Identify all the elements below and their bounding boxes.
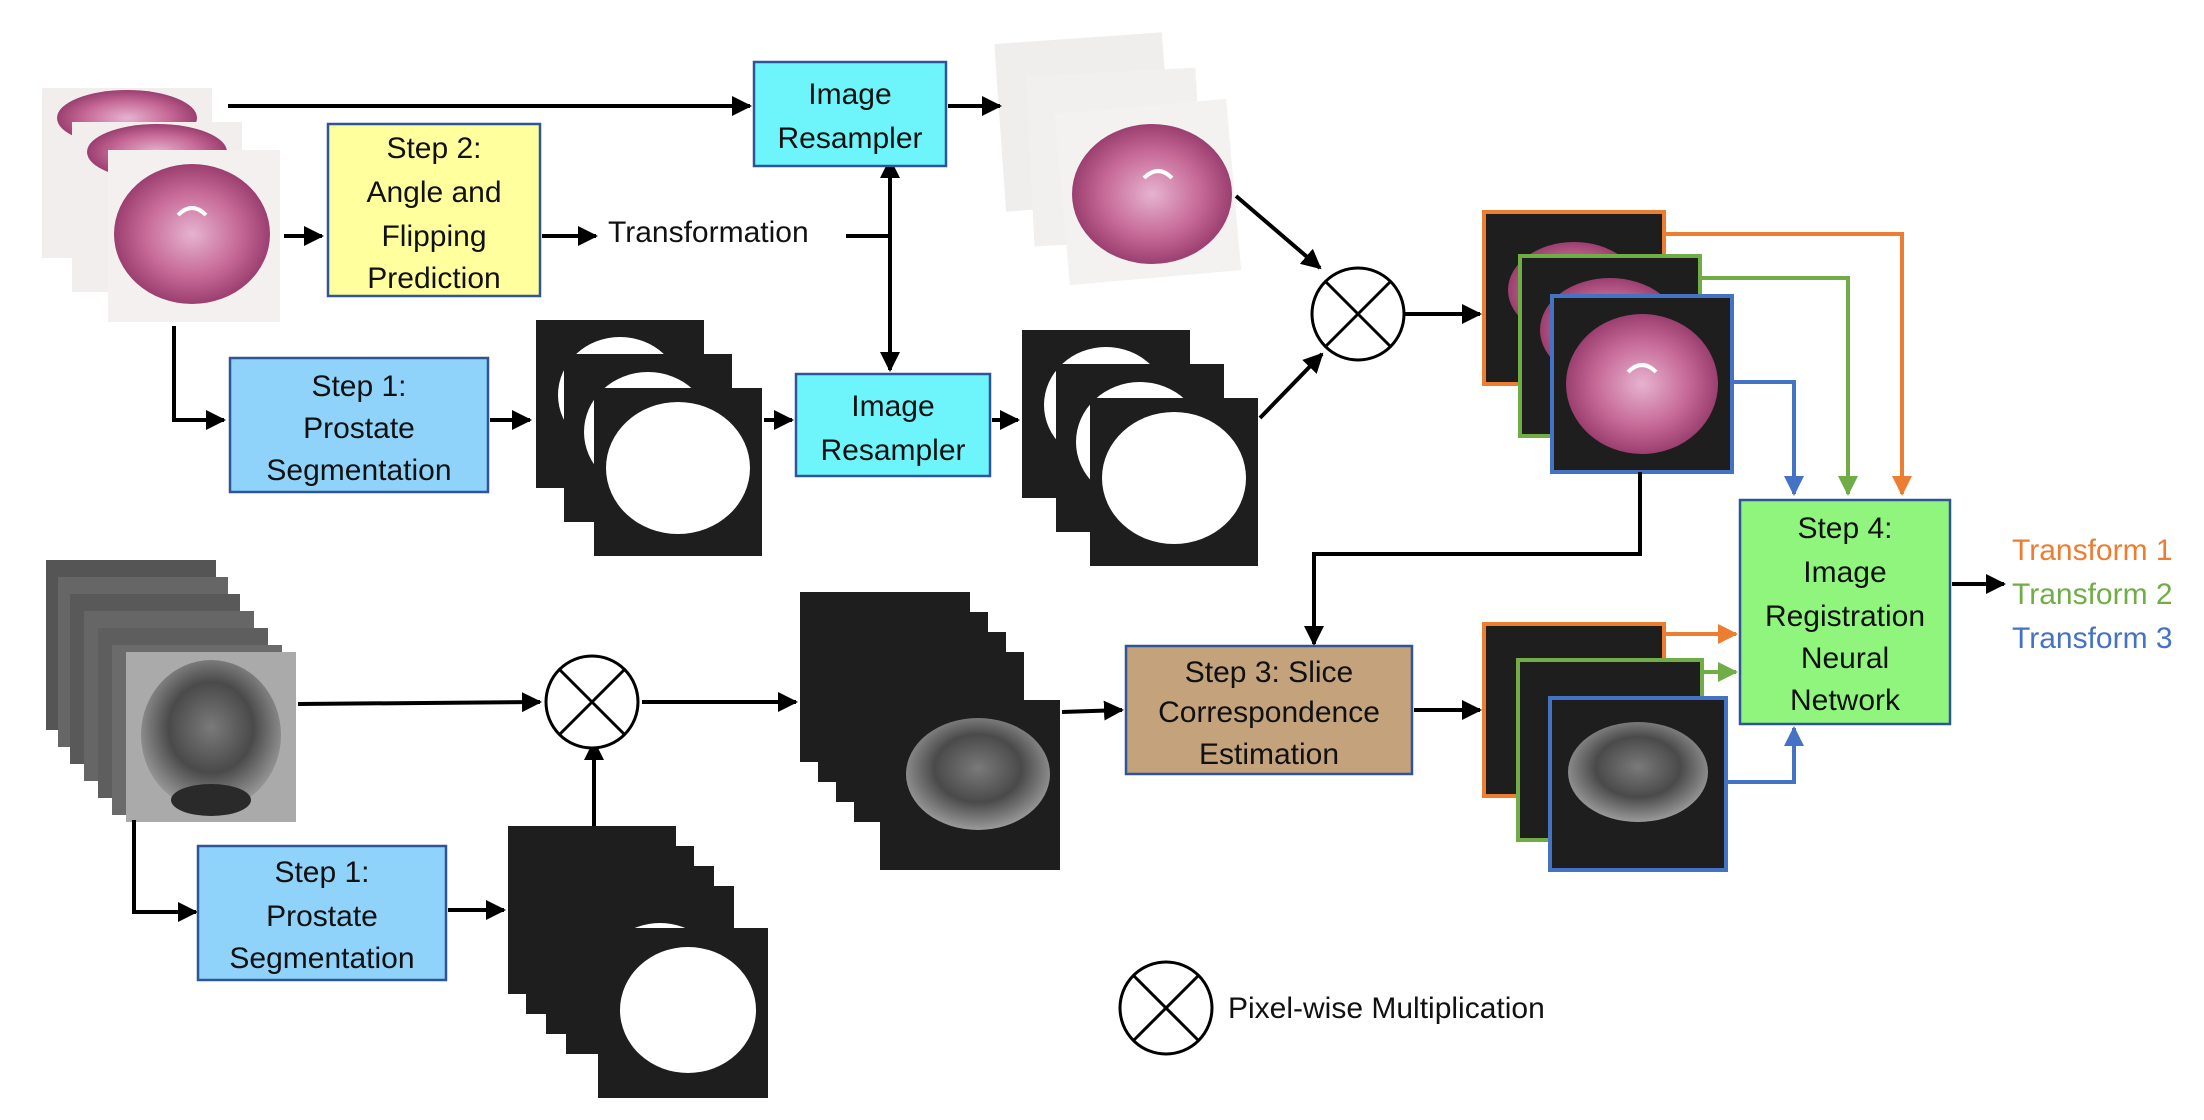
- step1-bottom-line-1: Step 1:: [274, 856, 369, 889]
- image-resampler-top-box: Image Resampler: [752, 60, 948, 168]
- resampler-mid-line-1: Image: [851, 390, 934, 423]
- step1-top-line-1: Step 1:: [311, 370, 406, 403]
- legend-label: Pixel-wise Multiplication: [1228, 992, 1545, 1025]
- mask-stack-top: [536, 320, 762, 556]
- step2-line-4: Prediction: [367, 262, 500, 295]
- step4-line-1: Step 4:: [1797, 512, 1892, 545]
- mask-stack-resampled: [1022, 330, 1258, 566]
- histology-pair-stack: [1482, 210, 1734, 474]
- step2-line-1: Step 2:: [386, 132, 481, 165]
- step3-line-3: Estimation: [1199, 738, 1339, 771]
- transform-2-label: Transform 2: [2012, 578, 2173, 611]
- flow-arrows: [132, 96, 2006, 922]
- step2-line-3: Flipping: [381, 220, 486, 253]
- step4-line-3: Registration: [1765, 600, 1925, 633]
- histology-input-stack: [42, 88, 280, 322]
- step4-line-4: Neural: [1801, 642, 1889, 675]
- image-resampler-mid-box: Image Resampler: [794, 372, 992, 478]
- resampler-mid-line-2: Resampler: [820, 434, 965, 467]
- transform-3-label: Transform 3: [2012, 622, 2173, 655]
- step1-bottom-line-2: Prostate: [266, 900, 378, 933]
- step3-line-1: Step 3: Slice: [1185, 656, 1353, 689]
- mri-pair-stack: [1482, 622, 1728, 872]
- step1-bottom-line-3: Segmentation: [229, 942, 414, 975]
- output-transforms: Transform 1 Transform 2 Transform 3: [2012, 534, 2173, 655]
- transform-1-label: Transform 1: [2012, 534, 2173, 567]
- step3-box: Step 3: Slice Correspondence Estimation: [1124, 644, 1414, 776]
- legend: Pixel-wise Multiplication: [1118, 960, 1545, 1056]
- resampler-top-line-2: Resampler: [777, 122, 922, 155]
- multiply-icon: [1118, 960, 1214, 1056]
- step2-box: Step 2: Angle and Flipping Prediction: [326, 122, 542, 298]
- step1-top-line-3: Segmentation: [266, 454, 451, 487]
- step4-line-5: Network: [1790, 684, 1901, 717]
- step1-bottom-box: Step 1: Prostate Segmentation: [196, 844, 448, 982]
- step4-line-2: Image: [1803, 556, 1886, 589]
- step1-top-box: Step 1: Prostate Segmentation: [228, 356, 490, 494]
- mask-stack-bottom: [508, 826, 768, 1098]
- multiply-icon: [544, 654, 640, 750]
- masked-mri-stack: [800, 592, 1060, 870]
- rotated-histology-stack: [994, 32, 1242, 286]
- step1-top-line-2: Prostate: [303, 412, 415, 445]
- multiply-icon: [1310, 266, 1406, 362]
- step3-line-2: Correspondence: [1158, 696, 1380, 729]
- mri-input-stack: [46, 560, 296, 822]
- step2-line-2: Angle and: [366, 176, 501, 209]
- colored-arrows: [1664, 232, 1912, 784]
- resampler-top-line-1: Image: [808, 78, 891, 111]
- transformation-label: Transformation: [608, 216, 809, 249]
- step4-box: Step 4: Image Registration Neural Networ…: [1738, 498, 1952, 726]
